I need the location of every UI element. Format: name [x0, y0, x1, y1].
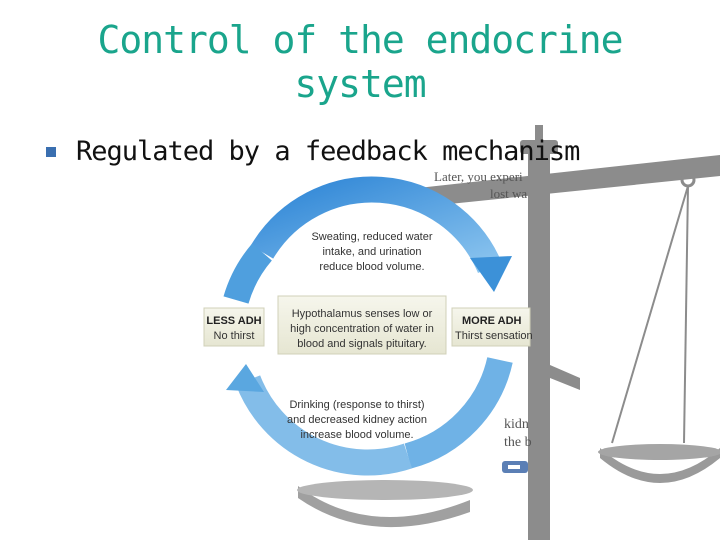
bottom-step-line: and decreased kidney action — [287, 414, 427, 426]
top-step-text: Sweating, reduced water intake, and urin… — [311, 231, 432, 273]
partial-text-line: lost wa — [490, 186, 527, 201]
slide-title-line: Control of the endocrine — [97, 18, 623, 62]
more-adh-label: MORE ADH — [462, 315, 522, 327]
slide-title-line: system — [294, 62, 426, 106]
center-step-line: high concentration of water in — [290, 323, 434, 335]
partial-text-line: the b — [504, 435, 532, 450]
center-step-box: Hypothalamus senses low or high concentr… — [277, 295, 447, 355]
partial-text-line: Later, you experi — [434, 169, 523, 184]
bottom-step-line: increase blood volume. — [300, 429, 413, 441]
top-step-line: intake, and urination — [322, 246, 421, 258]
partial-figure-text-bottom: kidn the b — [504, 417, 532, 450]
partial-figure-text-top: Later, you experi lost wa — [434, 169, 527, 201]
scale-beam — [418, 155, 720, 206]
bullet-text: Regulated by a feedback mechanism — [76, 136, 580, 167]
cycle-arc-upper-left — [223, 243, 273, 305]
top-step-line: Sweating, reduced water — [311, 231, 432, 243]
cycle-arc-bottom — [404, 356, 513, 469]
less-adh-box: LESS ADH No thirst — [203, 307, 265, 347]
no-thirst-label: No thirst — [214, 330, 255, 342]
bullet-square-icon — [46, 146, 56, 157]
bullet-item: Regulated by a feedback mechanism — [46, 136, 580, 167]
scale-pillar — [528, 150, 550, 540]
arrow-head-right-icon — [470, 256, 512, 292]
cycle-arc-top — [250, 176, 502, 274]
center-step-line: Hypothalamus senses low or — [292, 308, 433, 320]
slide-title: Control of the endocrine system — [60, 18, 660, 106]
arrow-head-left-icon — [226, 364, 264, 392]
key-icon — [502, 461, 528, 473]
bottom-step-line: Drinking (response to thirst) — [289, 399, 424, 411]
thirst-sensation-label: Thirst sensation — [455, 330, 533, 342]
bottom-step-text: Drinking (response to thirst) and decrea… — [287, 399, 427, 441]
partial-text-line: kidn — [504, 417, 529, 432]
center-step-line: blood and signals pituitary. — [297, 338, 426, 350]
balance-scale-image — [297, 125, 720, 540]
more-adh-box: MORE ADH Thirst sensation — [451, 307, 533, 347]
less-adh-label: LESS ADH — [206, 315, 261, 327]
cycle-arrows — [223, 176, 513, 476]
top-step-line: reduce blood volume. — [319, 261, 424, 273]
cycle-arc-left — [235, 375, 413, 476]
